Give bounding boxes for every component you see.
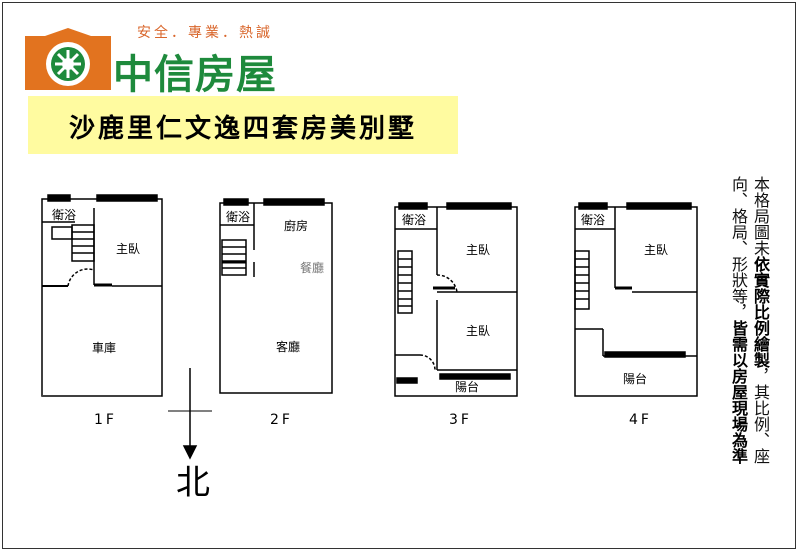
room-label: 陽台 bbox=[455, 379, 479, 394]
page-title: 沙鹿里仁文逸四套房美別墅 bbox=[68, 114, 417, 144]
floor-plan-3f bbox=[394, 202, 518, 397]
room-label: 廚房 bbox=[284, 218, 308, 233]
house-logo-icon bbox=[25, 28, 111, 90]
room-label: 主臥 bbox=[644, 243, 668, 257]
brand-tagline: 安全．專業．熱誠 bbox=[137, 25, 273, 41]
disclaimer-line-1: 本格局圖未依實際比例繪製，其比例、座 bbox=[750, 176, 770, 464]
north-label: 北 bbox=[176, 463, 210, 503]
disclaimer-text: 本格局圖未 bbox=[751, 176, 770, 256]
room-label: 衛浴 bbox=[581, 213, 605, 227]
brand-logo: 安全．專業．熱誠 中信房屋 bbox=[25, 20, 325, 98]
north-arrow-icon bbox=[168, 368, 212, 460]
disclaimer-emphasis: 依實際比例繪製 bbox=[751, 256, 770, 368]
room-label: 陽台 bbox=[623, 371, 647, 386]
floor-label: 2F bbox=[270, 412, 293, 428]
disclaimer-emphasis: 皆需以房屋現場為準 bbox=[729, 320, 748, 464]
room-label: 衛浴 bbox=[226, 210, 250, 224]
room-label: 衛浴 bbox=[52, 208, 76, 222]
floor-plan-4f bbox=[574, 202, 698, 397]
disclaimer-text: 向、格局、形狀等， bbox=[729, 176, 748, 320]
room-label: 車庫 bbox=[92, 341, 116, 355]
room-label: 衛浴 bbox=[402, 213, 426, 227]
room-label: 主臥 bbox=[466, 324, 490, 338]
brand-name: 中信房屋 bbox=[113, 52, 277, 98]
room-label: 主臥 bbox=[466, 243, 490, 257]
disclaimer-text: ，其比例、座 bbox=[751, 368, 770, 464]
floor-label: 3F bbox=[449, 412, 472, 428]
room-label: 餐廳 bbox=[300, 260, 324, 275]
floor-label: 4F bbox=[629, 412, 652, 428]
room-label: 客廳 bbox=[276, 339, 300, 354]
floor-plan-2f bbox=[219, 198, 333, 394]
room-label: 主臥 bbox=[116, 242, 140, 256]
floor-label: 1F bbox=[94, 412, 117, 428]
floor-plan-1f bbox=[41, 194, 163, 397]
title-banner: 沙鹿里仁文逸四套房美別墅 bbox=[28, 96, 458, 154]
disclaimer-line-2: 向、格局、形狀等，皆需以房屋現場為準 bbox=[728, 176, 748, 464]
